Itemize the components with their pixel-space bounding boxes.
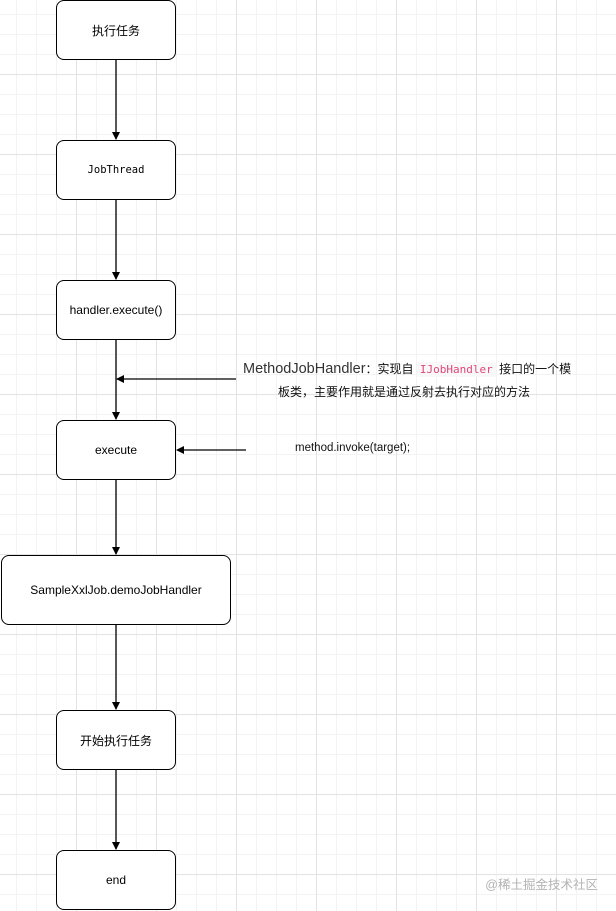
node-handler-execute-label: handler.execute() xyxy=(69,303,163,317)
method-job-handler-note-text: ：实现自 xyxy=(365,362,414,376)
node-job-thread-label: JobThread xyxy=(87,164,145,176)
node-demo-job-handler-label: SampleXxlJob.demoJobHandler xyxy=(30,583,202,597)
node-start-run-task: 开始执行任务 xyxy=(56,710,176,770)
node-run-task: 执行任务 xyxy=(56,0,176,60)
watermark: @稀土掘金技术社区 xyxy=(485,878,598,892)
node-run-task-label: 执行任务 xyxy=(91,23,140,38)
node-job-thread: JobThread xyxy=(56,140,176,200)
method-job-handler-note-lead: MethodJobHandler xyxy=(243,361,366,377)
node-execute: execute xyxy=(56,420,176,480)
method-job-handler-note-text-after: 接口的一个模 xyxy=(499,362,572,376)
node-execute-label: execute xyxy=(94,443,138,457)
node-handler-execute: handler.execute() xyxy=(56,280,176,340)
node-start-run-task-label: 开始执行任务 xyxy=(79,733,152,748)
method-job-handler-note-code: IJobHandler xyxy=(416,362,496,377)
node-end-label: end xyxy=(105,873,127,887)
method-job-handler-note: MethodJobHandler：实现自 IJobHandler 接口的一个模 … xyxy=(243,358,615,404)
node-demo-job-handler: SampleXxlJob.demoJobHandler xyxy=(1,555,231,625)
method-job-handler-note-line2: 板类，主要作用就是通过反射去执行对应的方法 xyxy=(278,385,531,399)
invoke-note: method.invoke(target); xyxy=(295,442,411,454)
node-end: end xyxy=(56,850,176,910)
